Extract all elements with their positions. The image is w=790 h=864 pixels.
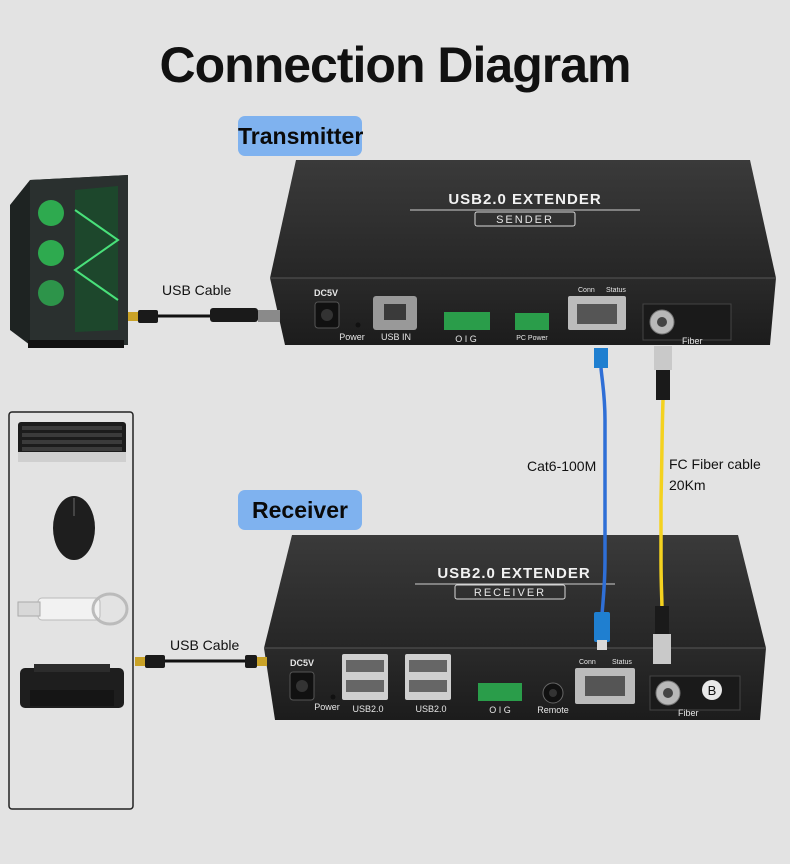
fiber-cable — [653, 346, 672, 664]
tx-power-label: Power — [339, 332, 365, 342]
receiver-tag: Receiver — [238, 490, 362, 530]
rx-usb2-label: USB2.0 — [415, 704, 446, 714]
rx-oig-label: O I G — [489, 705, 511, 715]
tx-fiber-label: Fiber — [682, 336, 703, 346]
usb-cable-bottom-label: USB Cable — [170, 637, 240, 653]
peripherals-panel — [8, 411, 134, 810]
tx-oig-label: O I G — [455, 334, 477, 344]
printer-icon — [20, 664, 124, 708]
tx-status-label: Status — [606, 287, 626, 294]
transmitter-tag: Transmitter — [238, 116, 363, 156]
transmitter-brand: USB2.0 EXTENDER — [448, 191, 601, 208]
transmitter-model: SENDER — [496, 214, 554, 226]
tx-dc-label: DC5V — [314, 288, 338, 298]
receiver-box: USB2.0 EXTENDER RECEIVER DC5V Power USB2… — [264, 535, 766, 720]
cat6-cable — [594, 348, 610, 650]
usb-cable-top — [128, 308, 280, 323]
tx-pc-power-label: PC Power — [516, 335, 548, 342]
transmitter-box: USB2.0 EXTENDER SENDER DC5V Power USB IN… — [270, 160, 776, 346]
receiver-model: RECEIVER — [474, 587, 546, 599]
tx-usb-in-label: USB IN — [381, 332, 411, 342]
rx-power-label: Power — [314, 702, 340, 712]
rx-remote-label: Remote — [537, 705, 569, 715]
rx-usb1-label: USB2.0 — [352, 704, 383, 714]
cat6-cable-label: Cat6-100M — [527, 458, 597, 474]
usb-cable-top-label: USB Cable — [162, 282, 232, 298]
rx-fiber-badge: B — [708, 683, 717, 698]
receiver-brand: USB2.0 EXTENDER — [437, 565, 590, 582]
keyboard-icon — [18, 422, 126, 462]
usb-flash-drive-icon — [17, 592, 129, 626]
rx-conn-label: Conn — [579, 659, 596, 666]
fiber-cable-label-line1: FC Fiber cable — [669, 456, 761, 472]
tx-conn-label: Conn — [578, 287, 595, 294]
rx-status-label: Status — [612, 659, 632, 666]
fiber-cable-label-line2: 20Km — [669, 477, 706, 493]
mouse-icon — [53, 496, 95, 560]
pc-tower-icon — [10, 175, 128, 348]
rx-dc-label: DC5V — [290, 658, 314, 668]
usb-cable-bottom — [135, 655, 267, 668]
rx-fiber-label: Fiber — [678, 708, 699, 718]
page-title: Connection Diagram — [159, 37, 632, 93]
